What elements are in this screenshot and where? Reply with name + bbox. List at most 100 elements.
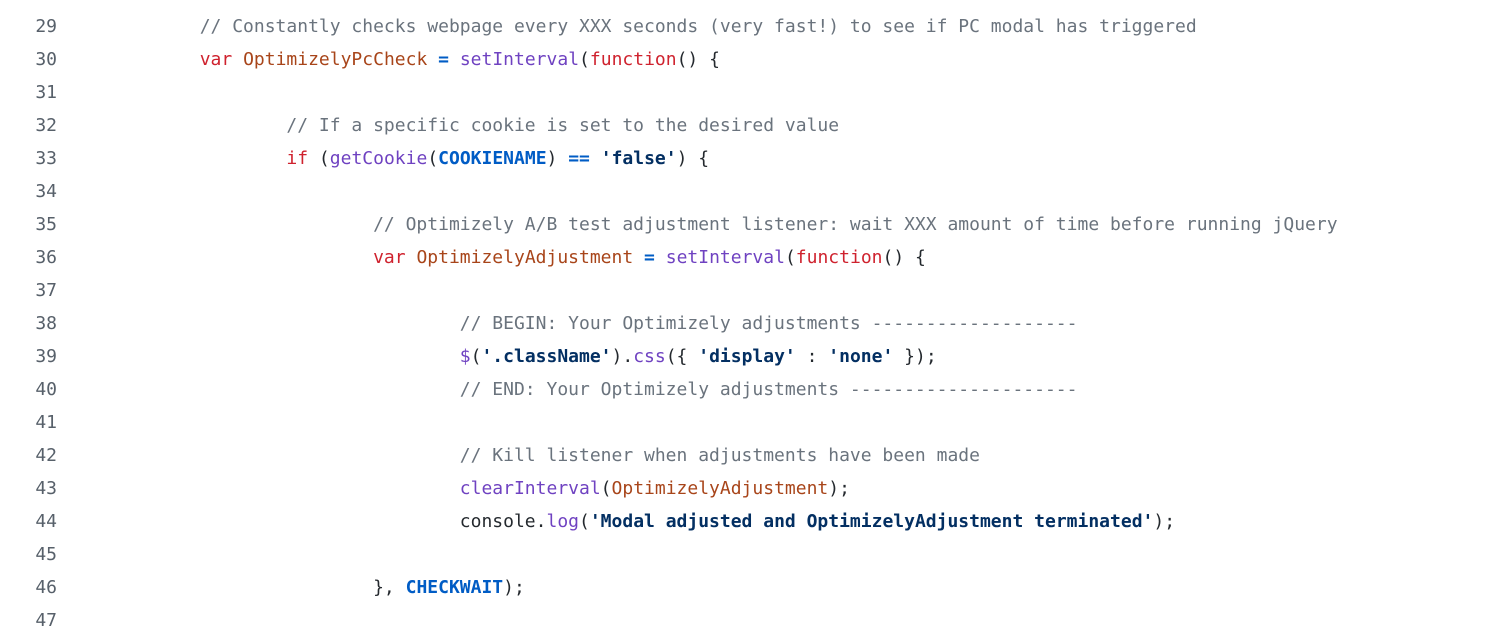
code-text[interactable]: // END: Your Optimizely adjustments ----… [57,373,1078,406]
line-number[interactable]: 41 [35,412,57,433]
token-comment: // Constantly checks webpage every XXX s… [113,16,1197,37]
code-text[interactable]: var OptimizelyPcCheck = setInterval(func… [57,43,720,76]
token-function: setInterval [665,247,785,268]
code-line: 35 // Optimizely A/B test adjustment lis… [0,208,1502,241]
line-number[interactable]: 30 [35,49,57,70]
code-line: 32 // If a specific cookie is set to the… [0,109,1502,142]
code-text[interactable] [57,604,113,637]
code-line: 34 [0,175,1502,208]
token-plain [113,247,373,268]
token-plain: ) [546,148,569,169]
token-plain: () { [882,247,926,268]
token-plain [406,247,417,268]
token-constant: CHECKWAIT [405,577,504,598]
code-line: 46 }, CHECKWAIT); [0,571,1502,604]
token-variable: OptimizelyPcCheck [243,49,428,70]
token-plain: ). [611,346,634,367]
code-text[interactable]: // Kill listener when adjustments have b… [57,439,980,472]
code-text[interactable]: $('.className').css({ 'display' : 'none'… [57,340,937,373]
token-plain: ( [784,247,796,268]
code-line: 45 [0,538,1502,571]
code-text[interactable]: // Constantly checks webpage every XXX s… [57,10,1197,43]
code-text[interactable]: clearInterval(OptimizelyAdjustment); [57,472,850,505]
token-plain [232,49,243,70]
code-line: 38 // BEGIN: Your Optimizely adjustments… [0,307,1502,340]
line-number[interactable]: 45 [35,544,57,565]
line-number[interactable]: 36 [35,247,57,268]
line-number[interactable]: 47 [35,610,57,631]
token-comment: // Optimizely A/B test adjustment listen… [113,214,1338,235]
code-text[interactable]: // If a specific cookie is set to the de… [57,109,839,142]
token-plain [113,148,286,169]
token-function: clearInterval [459,478,601,499]
token-plain: ( [470,346,482,367]
line-number[interactable]: 34 [35,181,57,202]
line-number[interactable]: 29 [35,16,57,37]
code-line: 30 var OptimizelyPcCheck = setInterval(f… [0,43,1502,76]
code-text[interactable] [57,175,113,208]
code-text[interactable]: console.log('Modal adjusted and Optimize… [57,505,1175,538]
token-keyword: function [795,247,883,268]
line-number[interactable]: 42 [35,445,57,466]
code-line: 31 [0,76,1502,109]
code-text[interactable]: var OptimizelyAdjustment = setInterval(f… [57,241,926,274]
token-operator: = [644,247,655,268]
token-plain: ( [427,148,439,169]
token-string: '.className' [481,346,612,367]
line-number[interactable]: 33 [35,148,57,169]
token-variable: OptimizelyAdjustment [611,478,829,499]
line-number[interactable]: 31 [35,82,57,103]
code-text[interactable]: // BEGIN: Your Optimizely adjustments --… [57,307,1078,340]
token-plain: ( [579,511,590,532]
token-string: 'false' [600,148,677,169]
code-line: 43 clearInterval(OptimizelyAdjustment); [0,472,1502,505]
code-line: 37 [0,274,1502,307]
token-comment: // If a specific cookie is set to the de… [113,115,840,136]
token-plain [633,247,644,268]
token-plain: ); [828,478,850,499]
line-number[interactable]: 37 [35,280,57,301]
token-plain: ({ [665,346,699,367]
token-function: log [546,511,579,532]
line-number[interactable]: 32 [35,115,57,136]
token-comment: // END: Your Optimizely adjustments ----… [113,379,1078,400]
token-plain: ( [600,478,612,499]
code-line: 33 if (getCookie(COOKIENAME) == 'false')… [0,142,1502,175]
code-line: 41 [0,406,1502,439]
token-plain: ); [503,577,525,598]
code-line: 42 // Kill listener when adjustments hav… [0,439,1502,472]
code-text[interactable] [57,538,113,571]
line-number[interactable]: 40 [35,379,57,400]
token-string: 'display' [698,346,796,367]
token-plain: : [795,346,829,367]
token-keyword: var [199,49,233,70]
line-number[interactable]: 39 [35,346,57,367]
code-text[interactable]: if (getCookie(COOKIENAME) == 'false') { [57,142,709,175]
code-text[interactable]: // Optimizely A/B test adjustment listen… [57,208,1338,241]
token-plain [427,49,438,70]
code-line: 47 [0,604,1502,637]
token-comment: // Kill listener when adjustments have b… [113,445,980,466]
code-line: 39 $('.className').css({ 'display' : 'no… [0,340,1502,373]
line-number[interactable]: 46 [35,577,57,598]
token-keyword: if [286,148,309,169]
token-plain [113,478,460,499]
code-text[interactable] [57,406,113,439]
token-comment: // BEGIN: Your Optimizely adjustments --… [113,313,1078,334]
token-plain: console. [113,511,547,532]
token-keyword: function [589,49,677,70]
line-number[interactable]: 44 [35,511,57,532]
line-number[interactable]: 35 [35,214,57,235]
token-plain: }, [113,577,406,598]
token-variable: OptimizelyAdjustment [416,247,634,268]
line-number[interactable]: 43 [35,478,57,499]
line-number[interactable]: 38 [35,313,57,334]
token-plain: ( [308,148,330,169]
token-operator: == [568,148,590,169]
code-text[interactable] [57,76,113,109]
token-operator: = [438,49,449,70]
code-text[interactable]: }, CHECKWAIT); [57,571,525,604]
token-function: setInterval [459,49,580,70]
code-text[interactable] [57,274,113,307]
